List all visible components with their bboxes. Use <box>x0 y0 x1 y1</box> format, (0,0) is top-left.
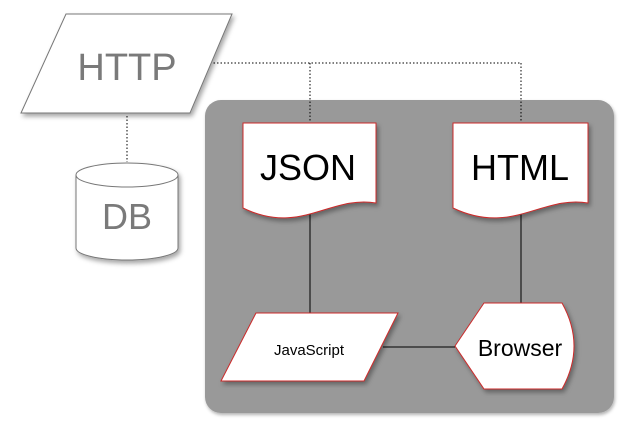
browser-node: Browser <box>454 302 575 390</box>
db-node: DB <box>75 162 179 261</box>
html-node: HTML <box>452 122 589 219</box>
javascript-shape <box>220 312 399 382</box>
json-label: JSON <box>260 147 356 188</box>
db-top-rim <box>75 174 179 188</box>
javascript-node: JavaScript <box>220 312 399 382</box>
http-shape <box>20 13 233 114</box>
dotted-connectors <box>126 62 522 162</box>
html-label: HTML <box>471 147 569 188</box>
html-shape <box>452 122 589 219</box>
db-label: DB <box>102 196 152 237</box>
http-label: HTTP <box>77 47 176 89</box>
http-node: HTTP <box>20 13 233 114</box>
browser-shape <box>454 302 575 390</box>
javascript-label: JavaScript <box>274 342 345 359</box>
solid-connectors <box>309 212 522 348</box>
json-shape <box>242 122 377 219</box>
db-shape <box>75 162 179 261</box>
browser-label: Browser <box>478 335 563 361</box>
json-node: JSON <box>242 122 377 219</box>
